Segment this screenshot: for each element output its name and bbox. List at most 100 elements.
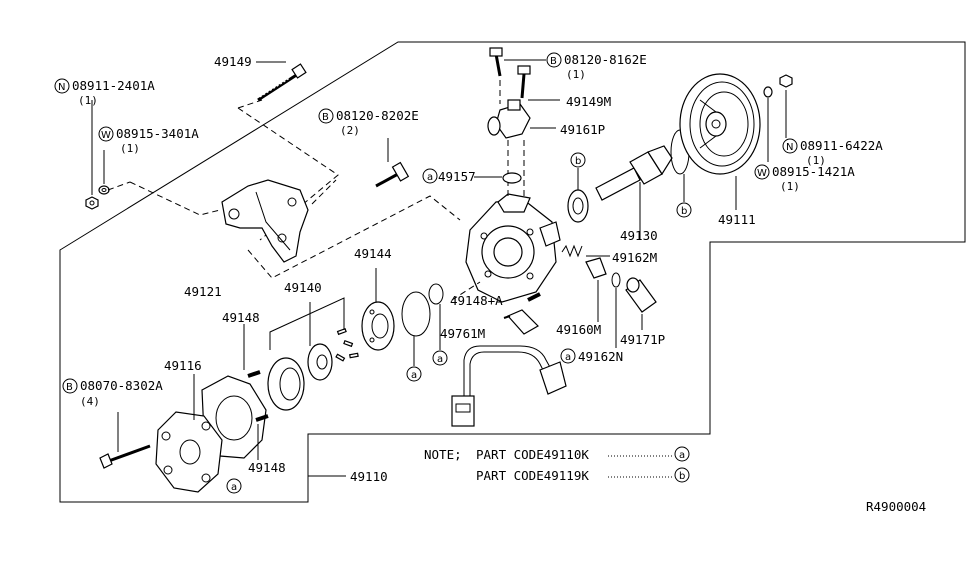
label-49161P: 49161P xyxy=(560,122,605,137)
oring-a-small xyxy=(428,283,444,305)
callout-08915-1421A: W 08915-1421A (1) xyxy=(754,164,855,193)
washer-08915-3401A xyxy=(98,185,110,195)
bolt-08120-8202E xyxy=(375,161,410,188)
label-49148-lower: 49148 xyxy=(248,460,286,475)
marker-b-icon: b xyxy=(575,156,581,167)
side-plate xyxy=(267,357,305,411)
label-08120-8162E: 08120-8162E xyxy=(564,52,647,67)
label-49157: 49157 xyxy=(438,169,476,184)
label-08120-8202E: 08120-8202E xyxy=(336,108,419,123)
valve-49160M xyxy=(585,257,607,279)
qty-08915-3401A: (1) xyxy=(120,142,140,155)
callout-49162N: a 49162N xyxy=(560,348,623,364)
prefix-W-icon: W xyxy=(101,130,111,141)
callout-08915-3401A: W 08915-3401A (1) xyxy=(98,126,199,155)
callout-08120-8162E: B 08120-8162E (1) xyxy=(546,52,647,81)
qty-08911-2401A: (1) xyxy=(78,94,98,107)
marker-b-seal: b xyxy=(570,152,586,168)
label-49149: 49149 xyxy=(214,54,252,69)
bolt-49149 xyxy=(257,63,307,102)
label-49121: 49121 xyxy=(184,284,222,299)
marker-a-icon: a xyxy=(565,352,571,363)
pin-49148-lower xyxy=(255,414,269,422)
callout-08911-6422A: N 08911-6422A (1) xyxy=(782,138,883,167)
label-49162N: 49162N xyxy=(578,349,623,364)
qty-08915-1421A: (1) xyxy=(780,180,800,193)
marker-b-icon: b xyxy=(681,206,687,217)
note-text-2: PART CODE49119K xyxy=(476,468,589,483)
rotor xyxy=(307,343,333,381)
label-49140: 49140 xyxy=(284,280,322,295)
prefix-N-icon: N xyxy=(786,142,793,153)
prefix-W-icon: W xyxy=(757,168,767,179)
label-49116: 49116 xyxy=(164,358,202,373)
label-49761M: 49761M xyxy=(440,326,485,341)
sensor-49761M xyxy=(503,309,539,335)
label-49144: 49144 xyxy=(354,246,392,261)
note-line-1: NOTE; PART CODE49110K a xyxy=(424,446,690,462)
marker-b-ring: b xyxy=(676,202,692,218)
callout-08070-8302A: B 08070-8302A (4) xyxy=(62,378,163,408)
marker-a-oring-small: a xyxy=(432,350,448,366)
label-08915-1421A: 08915-1421A xyxy=(772,164,855,179)
prefix-B-icon: B xyxy=(322,112,329,123)
connector-49171P xyxy=(625,277,657,313)
vanes-49140 xyxy=(335,327,359,362)
label-08911-6422A: 08911-6422A xyxy=(800,138,883,153)
bolt-49149M xyxy=(517,65,531,99)
marker-a-icon: a xyxy=(231,482,237,493)
label-49149M: 49149M xyxy=(566,94,611,109)
rear-cover-49116 xyxy=(155,411,223,493)
qty-08120-8162E: (1) xyxy=(566,68,586,81)
prefix-B-icon: B xyxy=(66,382,73,393)
label-49130: 49130 xyxy=(620,228,658,243)
prefix-B-icon: B xyxy=(550,56,557,67)
label-49111: 49111 xyxy=(718,212,756,227)
label-08070-8302A: 08070-8302A xyxy=(80,378,163,393)
callout-08911-2401A: N 08911-2401A (1) xyxy=(54,78,155,107)
pin-49148-upper xyxy=(247,370,261,378)
oring-a-large xyxy=(401,291,431,337)
marker-a-icon: a xyxy=(411,370,417,381)
label-49162M: 49162M xyxy=(612,250,657,265)
oring-49157 xyxy=(502,172,522,184)
note-prefix: NOTE; xyxy=(424,447,462,462)
prefix-N-icon: N xyxy=(58,82,65,93)
label-49110: 49110 xyxy=(350,469,388,484)
label-08915-3401A: 08915-3401A xyxy=(116,126,199,141)
callout-08120-8202E: B 08120-8202E (2) xyxy=(318,108,419,137)
cam-ring-49144 xyxy=(361,301,395,351)
label-49148-upper: 49148 xyxy=(222,310,260,325)
note-text-1: PART CODE49110K xyxy=(476,447,589,462)
seal-b xyxy=(567,189,589,223)
assembly-frame xyxy=(59,41,966,503)
marker-a-icon: a xyxy=(679,450,685,461)
label-49160M: 49160M xyxy=(556,322,601,337)
note-line-2: PART CODE49119K b xyxy=(476,467,690,483)
pulley-49111 xyxy=(679,73,761,175)
marker-a-icon: a xyxy=(427,172,433,183)
connector-49161P xyxy=(487,99,531,139)
spring-49162M xyxy=(561,244,583,258)
label-49148A: 49148+A xyxy=(450,293,503,308)
marker-a-oring-large: a xyxy=(406,366,422,382)
bracket-49121 xyxy=(221,179,309,263)
bolt-08070-8302A xyxy=(99,444,151,469)
pin-49148A xyxy=(527,292,541,302)
nut-08911-2401A xyxy=(85,196,99,210)
marker-b-icon: b xyxy=(679,471,685,482)
oring-49162N xyxy=(611,272,621,288)
qty-08911-6422A: (1) xyxy=(806,154,826,167)
marker-a-icon: a xyxy=(437,354,443,365)
callout-49157: a 49157 xyxy=(422,168,476,184)
shaft-49130 xyxy=(595,145,673,201)
label-08911-2401A: 08911-2401A xyxy=(72,78,155,93)
bolt-08120-8162E xyxy=(489,47,503,77)
nut-08911-6422A xyxy=(779,74,793,88)
qty-08120-8202E: (2) xyxy=(340,124,360,137)
washer-08915-1421A xyxy=(763,86,773,98)
pump-body xyxy=(465,193,561,303)
label-49171P: 49171P xyxy=(620,332,665,347)
qty-08070-8302A: (4) xyxy=(80,395,100,408)
